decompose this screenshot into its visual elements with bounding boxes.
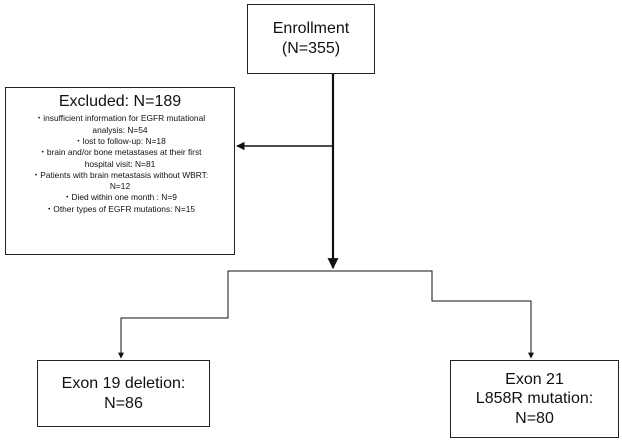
- excluded-item-5: ・Died within one month : N=9: [63, 192, 177, 203]
- exon19-count: N=86: [104, 394, 143, 412]
- exon21-box: Exon 21 L858R mutation: N=80: [450, 360, 619, 438]
- split-connector: [120, 270, 532, 355]
- exon19-label: Exon 19 deletion:: [61, 374, 186, 392]
- excluded-item-4-line2: N=12: [109, 181, 131, 192]
- excluded-item-1-line2: analysis: N=54: [92, 124, 148, 135]
- excluded-item-4-line1: ・Patients with brain metastasis without …: [31, 169, 209, 180]
- enrollment-count: (N=355): [281, 40, 341, 57]
- excluded-item-2: ・lost to follow-up: N=18: [74, 135, 166, 146]
- enrollment-box: Enrollment (N=355): [247, 4, 375, 74]
- excluded-title: Excluded: N=189: [58, 93, 182, 110]
- excluded-box: Excluded: N=189 ・insufficient informatio…: [5, 87, 235, 255]
- exon21-count: N=80: [515, 409, 554, 427]
- excluded-item-6: ・Other types of EGFR mutations: N=15: [44, 203, 196, 214]
- excluded-item-3-line1: ・brain and/or bone metastases at their f…: [38, 147, 202, 158]
- excluded-item-3-line2: hospital visit: N=81: [84, 158, 156, 169]
- exon19-box: Exon 19 deletion: N=86: [37, 360, 210, 427]
- exon21-label: Exon 21: [505, 370, 564, 388]
- enrollment-label: Enrollment: [272, 20, 350, 38]
- exon21-mutation: L858R mutation:: [475, 390, 594, 408]
- excluded-item-1-line1: ・insufficient information for EGFR mutat…: [34, 113, 206, 124]
